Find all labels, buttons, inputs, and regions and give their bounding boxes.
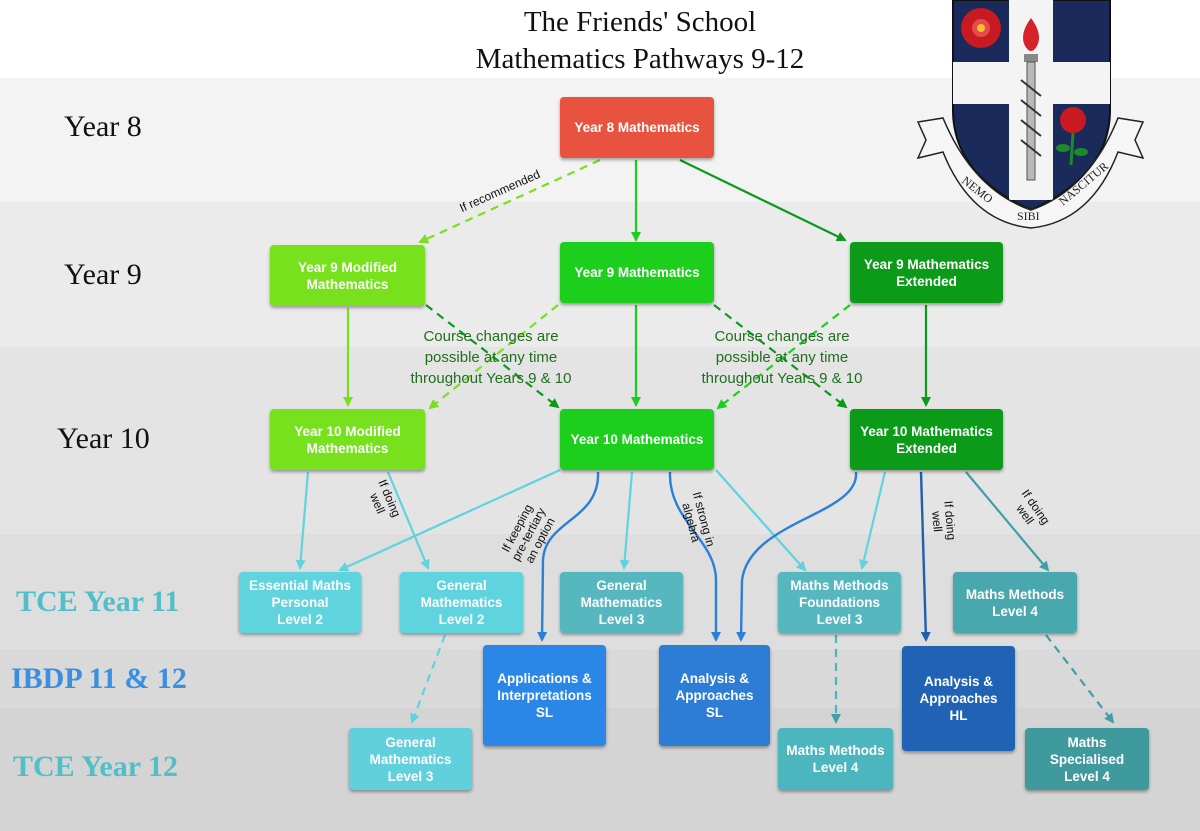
course-year9-mathematics: Year 9 Mathematics <box>560 242 714 303</box>
title-line-2: Mathematics Pathways 9-12 <box>475 43 805 75</box>
row-label-ibdp: IBDP 11 & 12 <box>11 662 187 695</box>
course-year9-modified: Year 9 Modified Mathematics <box>270 245 425 306</box>
arrow-y10-general3 <box>619 471 634 570</box>
arrow-y10-essential <box>338 468 561 572</box>
arrow-y10mod-general2 <box>386 471 430 570</box>
course-maths-methods-l4-11: Maths Methods Level 4 <box>953 572 1077 633</box>
course-year9-extended: Year 9 Mathematics Extended <box>850 242 1003 303</box>
crest-motto-mid: SIBI <box>1017 209 1040 223</box>
row-label-year8: Year 8 <box>64 110 142 143</box>
arrow-y10ext-methods-found <box>859 471 887 570</box>
row-label-year9: Year 9 <box>64 258 142 291</box>
course-analysis-approaches-hl: Analysis & Approaches HL <box>902 646 1015 751</box>
arrow-methods4-specialised <box>1045 634 1115 724</box>
course-essential-maths-personal: Essential Maths Personal Level 2 <box>239 572 361 633</box>
arrow-y10-methods-found <box>715 469 807 572</box>
row-label-year10: Year 10 <box>57 422 150 455</box>
arrow-y10mod-essential <box>295 471 310 570</box>
arrow-general2-general3 <box>410 634 447 724</box>
arrow-y10ext-aa-sl <box>736 471 858 642</box>
note-course-changes-left: Course changes are possible at any time … <box>410 328 572 387</box>
note-course-changes-right: Course changes are possible at any time … <box>701 328 863 387</box>
course-maths-methods-l4-12: Maths Methods Level 4 <box>778 728 893 790</box>
course-analysis-approaches-sl: Analysis & Approaches SL <box>659 645 770 746</box>
course-general-mathematics-l2: General Mathematics Level 2 <box>400 572 523 633</box>
arrow-y8-y9mod <box>418 158 601 244</box>
arrow-y8-y9ext <box>679 159 847 242</box>
course-general-mathematics-l3-11: General Mathematics Level 3 <box>560 572 683 633</box>
torch-icon <box>1020 18 1042 181</box>
course-maths-methods-foundations: Maths Methods Foundations Level 3 <box>778 572 901 633</box>
rose-icon <box>961 8 1001 48</box>
course-year10-extended: Year 10 Mathematics Extended <box>850 409 1003 470</box>
row-label-tce12: TCE Year 12 <box>13 750 178 783</box>
label-if-doing-well-extended: If doing well <box>929 500 959 541</box>
course-year8-mathematics: Year 8 Mathematics <box>560 97 714 158</box>
arrow-y10-aa-sl <box>668 471 721 642</box>
school-crest-logo: NEMO SIBI NASCITUR <box>916 0 1145 229</box>
course-year10-modified: Year 10 Modified Mathematics <box>270 409 425 470</box>
row-label-tce11: TCE Year 11 <box>16 585 180 618</box>
course-maths-specialised: Maths Specialised Level 4 <box>1025 728 1149 790</box>
course-general-mathematics-l3-12: General Mathematics Level 3 <box>349 728 472 790</box>
arrow-y10-ai-sl <box>537 471 600 642</box>
arrow-y10ext-aa-hl <box>919 471 931 642</box>
crest-motto-ribbon <box>916 117 1145 229</box>
course-applications-interpretations-sl: Applications & Interpretations SL <box>483 645 606 746</box>
arrow-y10ext-methods4 <box>965 471 1050 572</box>
title-line-1: The Friends' School <box>523 6 757 38</box>
course-year10-mathematics: Year 10 Mathematics <box>560 409 714 470</box>
rose-on-stem-icon <box>1056 107 1088 166</box>
